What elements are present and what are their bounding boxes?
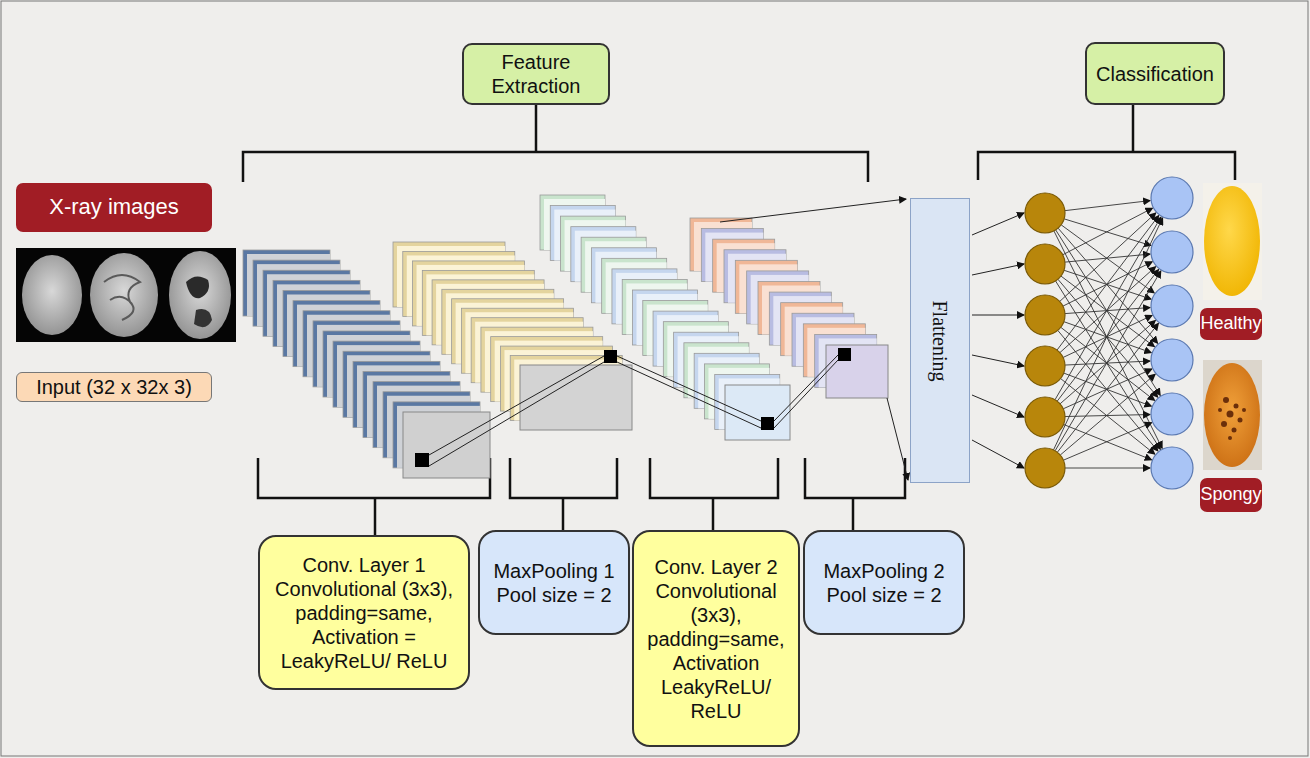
output-neuron <box>1151 393 1193 435</box>
flatten-link <box>972 395 1024 417</box>
spongy-mango-photo <box>1203 360 1262 470</box>
hidden-neuron <box>1025 448 1065 488</box>
pooling-box: MaxPooling 2 Pool size = 2 <box>803 530 965 635</box>
red-label: X-ray images <box>16 183 212 232</box>
hidden-neuron <box>1025 193 1065 233</box>
kernel-link <box>774 355 838 421</box>
red-label: Healthy <box>1200 308 1262 340</box>
bracket <box>243 105 1235 182</box>
bracket <box>258 458 905 535</box>
neuron-link <box>1065 201 1150 211</box>
flatten-link <box>972 213 1024 235</box>
neuron-link <box>1057 216 1159 350</box>
hidden-neuron <box>1025 295 1065 335</box>
kernel-link <box>774 360 838 428</box>
flatten-link <box>972 355 1024 366</box>
node-text: MaxPooling 1 Pool size = 2 <box>488 559 620 607</box>
output-neuron <box>1151 339 1193 381</box>
node-text: Flattening <box>928 300 952 381</box>
feature-map <box>725 385 790 440</box>
feature-map <box>520 365 632 430</box>
neuron-link <box>1057 323 1158 452</box>
neuron-link <box>1060 213 1156 302</box>
hidden-neuron <box>1025 346 1065 386</box>
node-text: Feature Extraction <box>472 50 600 98</box>
node-text: Conv. Layer 2 Convolutional (3x3), paddi… <box>642 555 790 723</box>
kernel-square <box>604 350 617 363</box>
hidden-neuron <box>1025 397 1065 437</box>
neuron-link <box>1058 228 1158 343</box>
neuron-link <box>1064 270 1151 299</box>
flatten-link <box>972 440 1024 468</box>
output-neuron <box>1151 177 1193 219</box>
neuron-link <box>1058 279 1158 397</box>
conv-layer-box: Conv. Layer 1 Convolutional (3x3), paddi… <box>258 535 470 690</box>
neuron-link <box>1064 219 1151 246</box>
neuron-link <box>1063 315 1152 357</box>
flatten-link <box>972 315 1024 316</box>
kernel-square <box>838 348 851 361</box>
hidden-neuron <box>1025 244 1065 284</box>
kernel-link <box>617 362 761 428</box>
output-neuron <box>1151 231 1193 273</box>
healthy-mango-photo <box>1203 183 1262 300</box>
red-label: Spongy <box>1200 478 1262 512</box>
section-header: Classification <box>1085 42 1225 105</box>
node-text: Healthy <box>1200 313 1261 335</box>
pooling-box: MaxPooling 1 Pool size = 2 <box>478 530 630 635</box>
node-text: Input (32 x 32x 3) <box>36 375 192 399</box>
flattening-box: Flattening <box>910 198 970 483</box>
feature-map <box>826 345 888 398</box>
node-text: Conv. Layer 1 Convolutional (3x3), paddi… <box>268 553 460 673</box>
kernel-link <box>429 362 604 466</box>
kernel-link <box>429 356 604 455</box>
output-neuron <box>1151 285 1193 327</box>
neuron-link <box>1054 218 1163 450</box>
node-text: MaxPooling 2 Pool size = 2 <box>813 559 955 607</box>
node-text: Spongy <box>1200 484 1261 506</box>
neuron-link <box>1063 208 1153 255</box>
flatten-arrow <box>887 398 908 480</box>
conv-layer-box: Conv. Layer 2 Convolutional (3x3), paddi… <box>632 530 800 747</box>
flatten-link <box>972 264 1024 275</box>
neuron-link <box>1065 468 1150 469</box>
output-neuron <box>1151 447 1193 489</box>
neuron-link <box>1056 230 1161 395</box>
neuron-link <box>1063 423 1151 461</box>
node-text: Classification <box>1096 62 1214 86</box>
node-text: X-ray images <box>49 194 179 220</box>
flatten-arrow <box>720 199 906 222</box>
kernel-square <box>415 453 429 467</box>
kernel-link <box>617 356 761 421</box>
xray-images <box>16 248 236 342</box>
section-header: Feature Extraction <box>462 43 610 105</box>
neuron-link <box>1055 271 1161 451</box>
input-label: Input (32 x 32x 3) <box>16 372 212 402</box>
kernel-square <box>761 417 774 430</box>
neuron-link <box>1060 374 1155 455</box>
